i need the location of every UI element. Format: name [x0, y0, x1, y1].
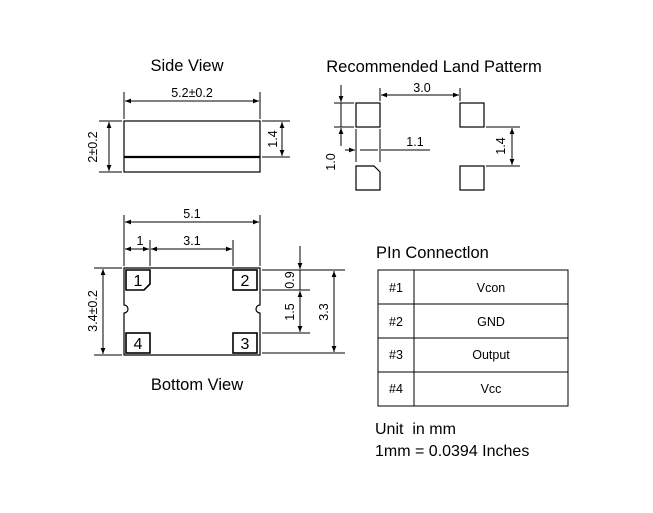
land-pattern [334, 85, 520, 191]
pin-table [377, 269, 569, 407]
pin-3-label: 3 [241, 336, 250, 353]
table-pin-cell: #1 [389, 281, 403, 295]
side-view-title: Side View [150, 57, 223, 75]
bottom-view-title: Bottom View [151, 376, 243, 394]
land-pad-bottom-left [355, 165, 381, 191]
bottom-height-label: 3.4±0.2 [86, 290, 100, 332]
table-function-cell: Vcc [481, 382, 502, 396]
pin-4-label: 4 [134, 336, 143, 353]
table-function-cell: GND [477, 315, 505, 329]
conversion-label: 1mm = 0.0394 Inches [375, 443, 529, 460]
land-spacing-y-label: 1.4 [494, 137, 508, 154]
bottom-length-label: 5.1 [183, 207, 200, 221]
land-pattern-title: Recommended Land Patterm [326, 58, 542, 76]
side-view-body [123, 120, 261, 173]
land-pad-top-left [355, 102, 381, 128]
pin-3-pad [232, 332, 258, 354]
pin-4-pad [125, 332, 151, 354]
side-lead-height-label: 1.4 [266, 130, 280, 147]
side-view [99, 92, 290, 173]
table-pin-cell: #3 [389, 348, 403, 362]
pad-span-label: 3.3 [317, 303, 331, 320]
pad-height-label: 0.9 [283, 271, 297, 288]
pin-2-label: 2 [241, 273, 250, 290]
land-spacing-x-label: 3.0 [413, 81, 430, 95]
side-height-label: 2±0.2 [86, 131, 100, 162]
bottom-view [94, 215, 345, 356]
table-function-cell: Vcon [477, 281, 506, 295]
pin-connection-title: PIn Connectlon [376, 244, 489, 262]
bottom-view-body [123, 267, 261, 356]
side-length-label: 5.2±0.2 [171, 86, 213, 100]
land-height-label: 1.0 [324, 153, 338, 170]
pin-pitch-label: 3.1 [183, 234, 200, 248]
land-width-label: 1.1 [406, 135, 423, 149]
land-pad-top-right [459, 102, 485, 128]
pin-offset-label: 1 [137, 234, 144, 248]
pin-1-label: 1 [134, 273, 143, 290]
table-pin-cell: #2 [389, 315, 403, 329]
table-function-cell: Output [472, 348, 510, 362]
pin-2-pad [232, 269, 258, 291]
unit-label: Unit in mm [375, 421, 456, 438]
pad-gap-label: 1.5 [283, 303, 297, 320]
table-pin-cell: #4 [389, 382, 403, 396]
pin-1-pad [125, 269, 151, 291]
land-pad-bottom-right [459, 165, 485, 191]
